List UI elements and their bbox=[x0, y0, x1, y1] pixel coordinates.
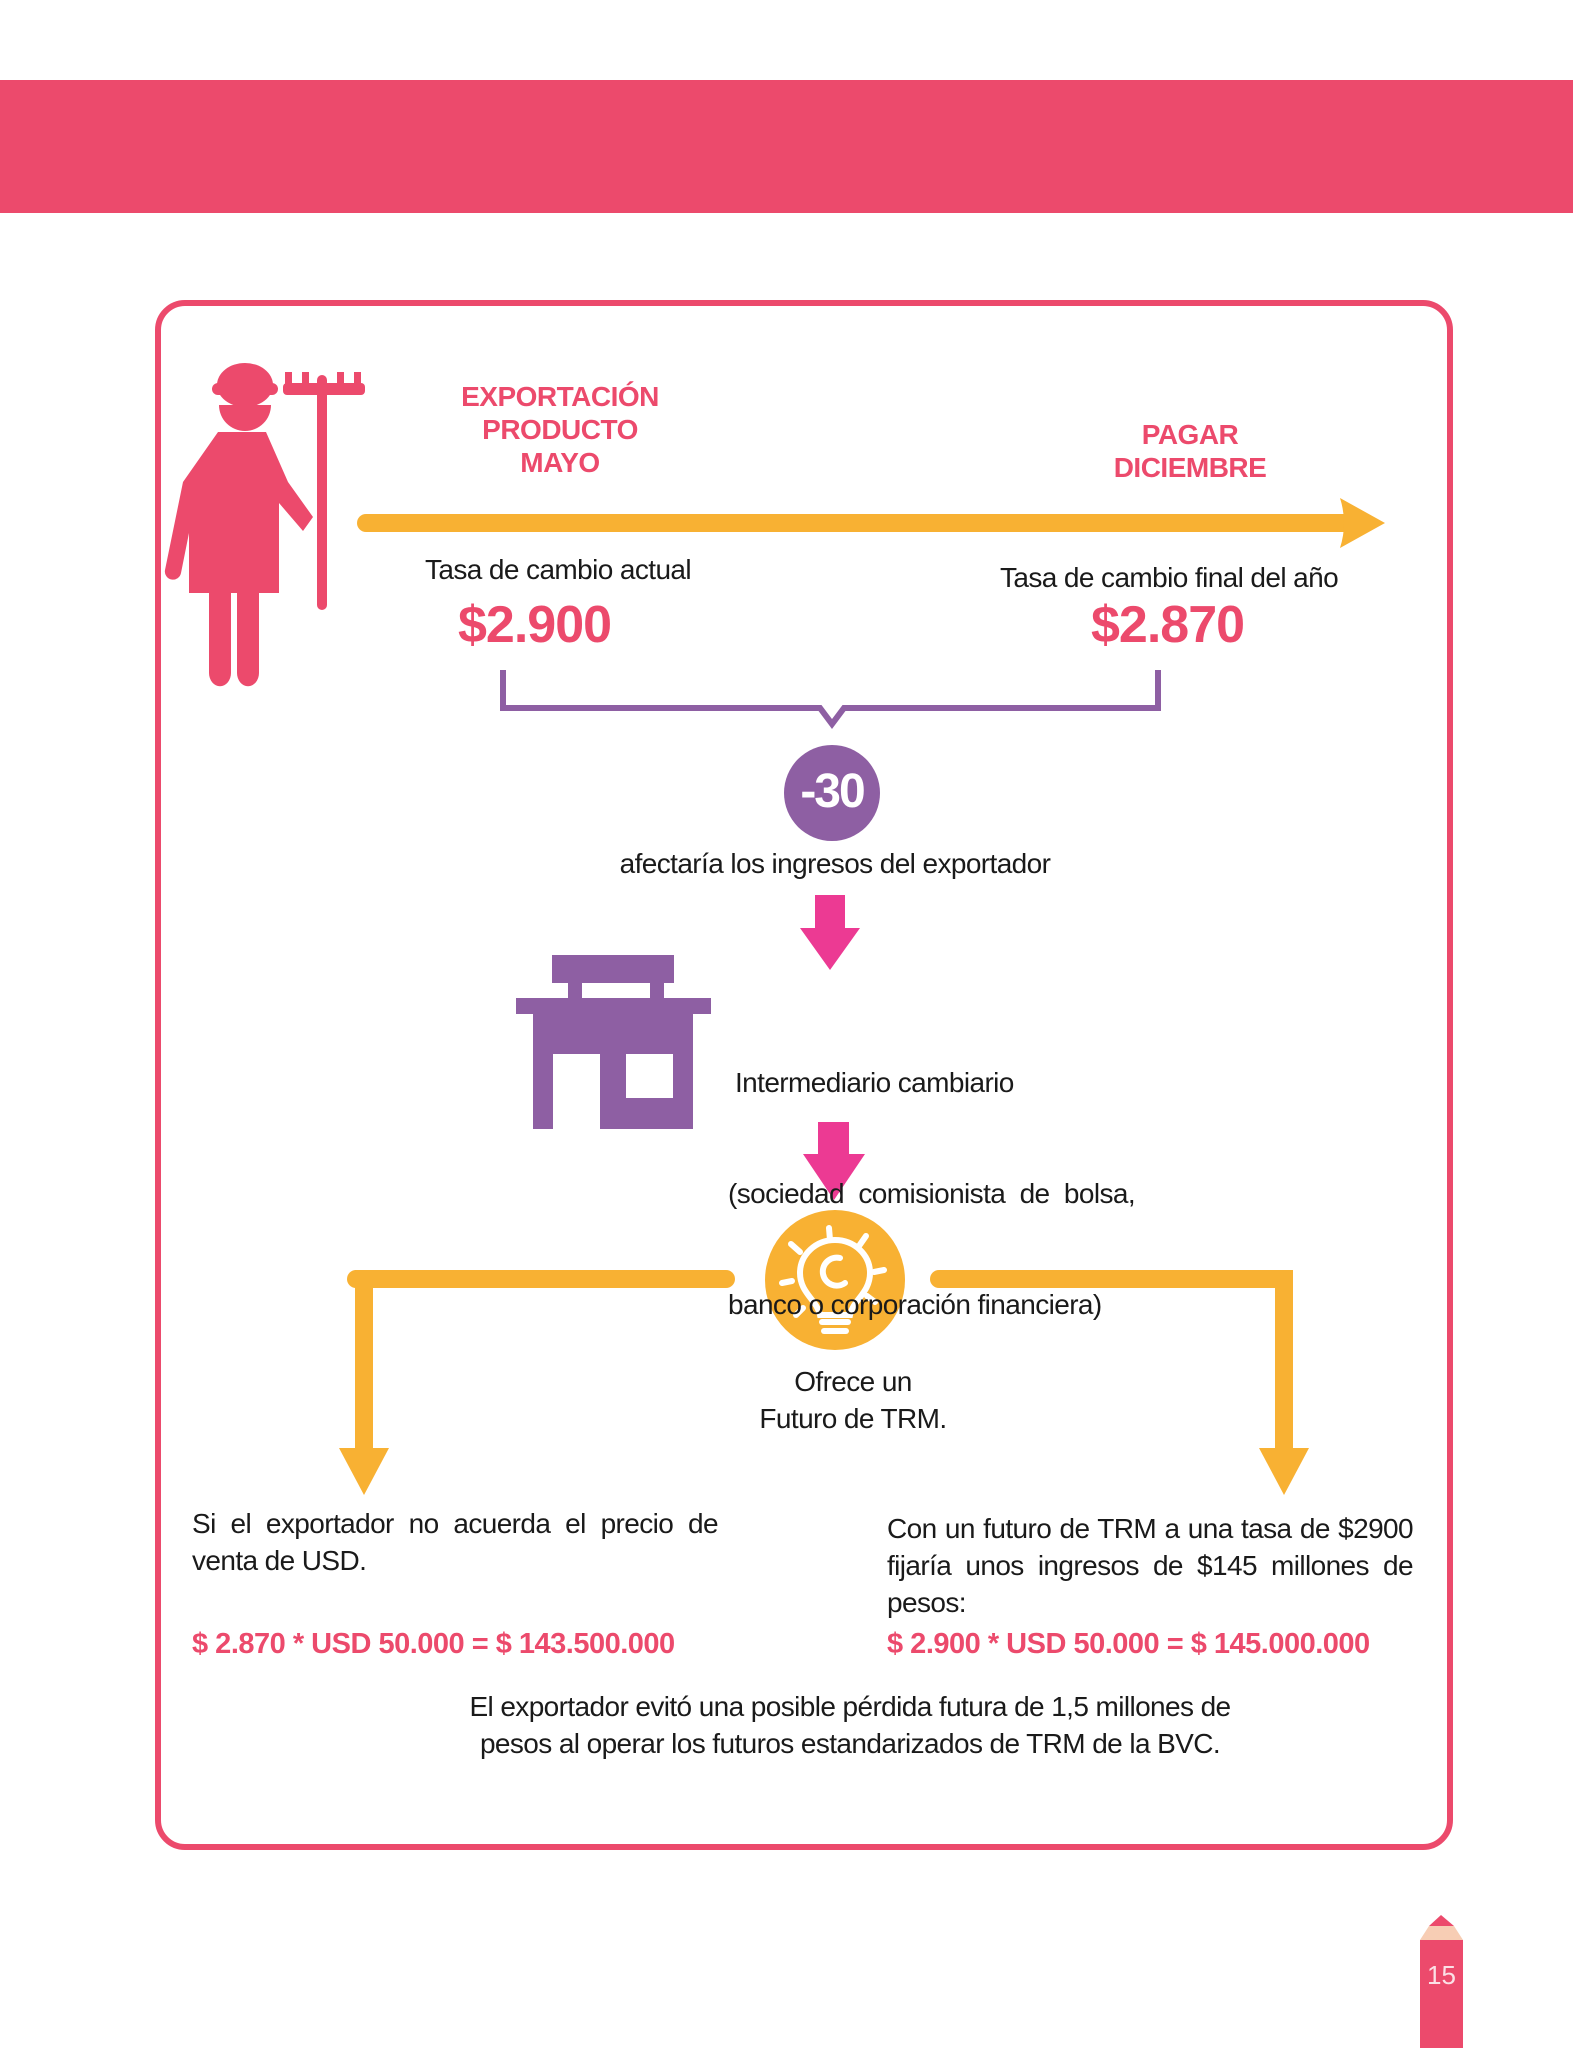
farmer-icon bbox=[164, 363, 365, 687]
title-line: EXPORTACIÓN bbox=[461, 381, 659, 412]
left-case-formula: $ 2.870 * USD 50.000 = $ 143.500.000 bbox=[192, 1628, 675, 1660]
text-line: Intermediario cambiario bbox=[735, 1067, 1014, 1098]
current-rate-label: Tasa de cambio actual bbox=[425, 554, 692, 585]
payment-title: PAGAR DICIEMBRE bbox=[1060, 418, 1320, 484]
text-line: banco o corporación financiera) bbox=[728, 1289, 1102, 1320]
pencil-icon bbox=[1420, 1915, 1463, 2048]
title-line: DICIEMBRE bbox=[1113, 452, 1267, 483]
branch-arrow-right bbox=[930, 1270, 1309, 1495]
text-line: El exportador evitó una posible pérdida … bbox=[469, 1691, 1231, 1722]
conclusion-text: El exportador evitó una posible pérdida … bbox=[350, 1688, 1350, 1762]
text-line: Futuro de TRM. bbox=[759, 1403, 947, 1434]
final-rate-value: $2.870 bbox=[1091, 596, 1245, 654]
store-icon bbox=[516, 955, 711, 1129]
title-line: MAYO bbox=[520, 447, 600, 478]
right-case-text: Con un futuro de TRM a una tasa de $2900… bbox=[887, 1513, 1414, 1618]
lightbulb-icon bbox=[765, 1210, 905, 1350]
export-title: EXPORTACIÓN PRODUCTO MAYO bbox=[420, 380, 700, 479]
left-case-text: Si el exportador no acuerda el precio de… bbox=[192, 1508, 719, 1576]
difference-bracket bbox=[500, 670, 1161, 729]
current-rate-value: $2.900 bbox=[458, 596, 612, 654]
title-line: PAGAR bbox=[1141, 419, 1239, 450]
right-case-formula: $ 2.900 * USD 50.000 = $ 145.000.000 bbox=[887, 1628, 1370, 1660]
offer-text: Ofrece un Futuro de TRM. bbox=[703, 1363, 1003, 1437]
page-number: 15 bbox=[1427, 1960, 1456, 1990]
difference-value: -30 bbox=[800, 765, 865, 818]
text-line: Ofrece un bbox=[794, 1366, 912, 1397]
timeline-arrow bbox=[357, 498, 1385, 548]
title-line: PRODUCTO bbox=[482, 414, 638, 445]
difference-caption: afectaría los ingresos del exportador bbox=[619, 848, 1051, 879]
intermediary-text: Intermediario cambiario (sociedad comisi… bbox=[728, 990, 1136, 1360]
difference-circle bbox=[784, 745, 880, 841]
text-line: (sociedad comisionista de bolsa, bbox=[728, 1178, 1136, 1209]
down-arrow-icon bbox=[803, 1122, 865, 1200]
branch-arrow-left bbox=[339, 1270, 735, 1495]
header-band bbox=[0, 80, 1573, 213]
down-arrow-icon bbox=[800, 895, 860, 970]
final-rate-label: Tasa de cambio final del año bbox=[1000, 562, 1339, 593]
text-line: pesos al operar los futuros estandarizad… bbox=[479, 1728, 1221, 1759]
infographic-frame bbox=[155, 300, 1453, 1850]
